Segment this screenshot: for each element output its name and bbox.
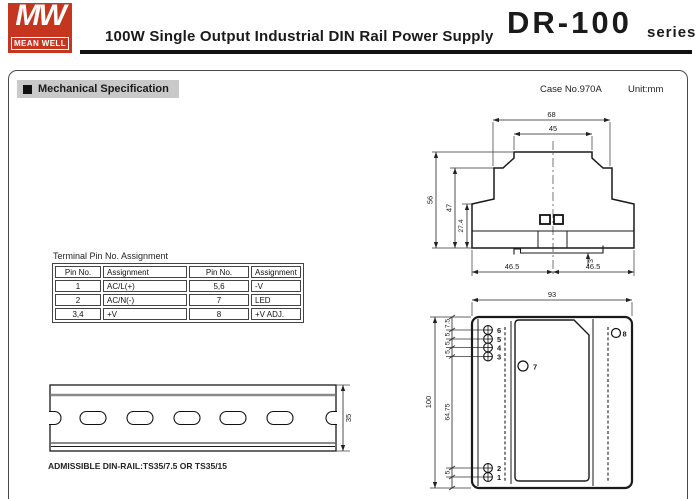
dim-5a: 5 bbox=[445, 332, 452, 336]
pin-table-title: Terminal Pin No. Assignment bbox=[53, 251, 169, 261]
pin-label-6: 6 bbox=[497, 326, 501, 335]
col-header: Assignment bbox=[251, 266, 301, 278]
logo-brand-text: MEAN WELL bbox=[11, 37, 69, 50]
pin-assignment: AC/N(-) bbox=[103, 294, 187, 306]
dim-68: 68 bbox=[547, 110, 555, 119]
pin-label-7: 7 bbox=[533, 363, 537, 372]
adjust-pot bbox=[610, 327, 622, 339]
table-row: 1 AC/L(+) 5,6 -V bbox=[55, 280, 301, 292]
pin-label-1: 1 bbox=[497, 473, 501, 482]
front-view-drawing: 6 5 4 3 2 1 7 8 93 100 7.5 5 5 5 64.75 5 bbox=[424, 290, 634, 491]
pin-label-8: 8 bbox=[623, 330, 627, 339]
pin-table: Pin No. Assignment Pin No. Assignment 1 … bbox=[52, 263, 304, 323]
dim-45: 45 bbox=[549, 124, 557, 133]
pin-label-4: 4 bbox=[497, 344, 502, 353]
table-row: 2 AC/N(-) 7 LED bbox=[55, 294, 301, 306]
table-row: 3,4 +V 8 +V ADJ. bbox=[55, 308, 301, 320]
pin-label-5: 5 bbox=[497, 335, 501, 344]
rail-slots bbox=[49, 410, 337, 426]
case-bottom-band bbox=[472, 230, 634, 248]
col-header: Pin No. bbox=[55, 266, 101, 278]
section-title: Mechanical Specification bbox=[38, 83, 169, 95]
din-rail-drawing: 35 bbox=[49, 384, 353, 452]
pin-assignment: +V ADJ. bbox=[251, 308, 301, 320]
col-header: Pin No. bbox=[189, 266, 249, 278]
pin-number-labels: 6 5 4 3 2 1 7 8 bbox=[497, 326, 627, 482]
pin-label-2: 2 bbox=[497, 464, 501, 473]
din-rail-note: ADMISSIBLE DIN-RAIL:TS35/7.5 OR TS35/15 bbox=[48, 461, 228, 471]
pin-assignment: -V bbox=[251, 280, 301, 292]
section-header: Mechanical Specification bbox=[17, 80, 179, 98]
screw-cross-marks bbox=[483, 325, 493, 482]
pin-assignment: +V bbox=[103, 308, 187, 320]
rail-bottom-folds bbox=[51, 442, 335, 447]
side-view-drawing: 68 45 56 47 27.4 3 46.5 46.5 bbox=[426, 110, 635, 276]
dim-47: 47 bbox=[445, 204, 454, 212]
dim-46-5-left: 46.5 bbox=[505, 262, 520, 271]
col-header: Assignment bbox=[103, 266, 187, 278]
case-profile-outline bbox=[471, 151, 635, 249]
terminal-slots bbox=[539, 214, 564, 225]
title-rule bbox=[80, 50, 692, 54]
din-clip-profile bbox=[513, 245, 604, 255]
pin-table-header-row: Pin No. Assignment Pin No. Assignment bbox=[55, 266, 301, 278]
dim-100: 100 bbox=[424, 396, 433, 409]
side-dimension-labels: 68 45 56 47 27.4 3 46.5 46.5 bbox=[426, 110, 601, 271]
pin-assignment: LED bbox=[251, 294, 301, 306]
pin-no: 1 bbox=[55, 280, 101, 292]
pin-label-3: 3 bbox=[497, 353, 501, 362]
pin-no: 8 bbox=[189, 308, 249, 320]
dim-7-5: 7.5 bbox=[445, 319, 452, 329]
pin-no: 5,6 bbox=[189, 280, 249, 292]
pin-no: 2 bbox=[55, 294, 101, 306]
pin-assignment-block: Terminal Pin No. Assignment Pin No. Assi… bbox=[52, 251, 304, 323]
front-panel-outline bbox=[514, 319, 590, 482]
dim-5d: 5 bbox=[445, 470, 452, 474]
front-dimension-labels: 93 100 7.5 5 5 5 64.75 5 bbox=[424, 290, 556, 474]
side-dimension-lines bbox=[433, 117, 634, 275]
dim-93: 93 bbox=[548, 290, 556, 299]
front-dimension-lines bbox=[432, 297, 632, 488]
dim-5b: 5 bbox=[445, 341, 452, 345]
section-bullet-icon bbox=[23, 84, 32, 94]
logo-mw-text: MW bbox=[15, 0, 66, 32]
front-internal-lines bbox=[477, 319, 594, 486]
case-number: Case No.970A bbox=[540, 84, 602, 95]
page-title: 100W Single Output Industrial DIN Rail P… bbox=[105, 28, 494, 45]
pin-no: 7 bbox=[189, 294, 249, 306]
series-label: series bbox=[647, 24, 696, 41]
led-indicator bbox=[517, 360, 529, 372]
front-case-outline bbox=[470, 315, 634, 490]
dim-35: 35 bbox=[344, 414, 353, 422]
dim-64-75: 64.75 bbox=[445, 403, 452, 420]
dim-3: 3 bbox=[588, 259, 595, 263]
dim-46-5-right: 46.5 bbox=[586, 262, 601, 271]
dim-56: 56 bbox=[426, 196, 435, 204]
unit-label: Unit:mm bbox=[628, 84, 664, 95]
dim-27-4: 27.4 bbox=[458, 219, 465, 232]
meanwell-logo: MW MEAN WELL bbox=[8, 0, 72, 53]
pin-assignment: AC/L(+) bbox=[103, 280, 187, 292]
dim-5c: 5 bbox=[445, 350, 452, 354]
content-frame bbox=[8, 70, 688, 499]
screw-leader-lines bbox=[446, 329, 483, 478]
pin-no: 3,4 bbox=[55, 308, 101, 320]
model-name: DR-100 bbox=[507, 5, 632, 40]
